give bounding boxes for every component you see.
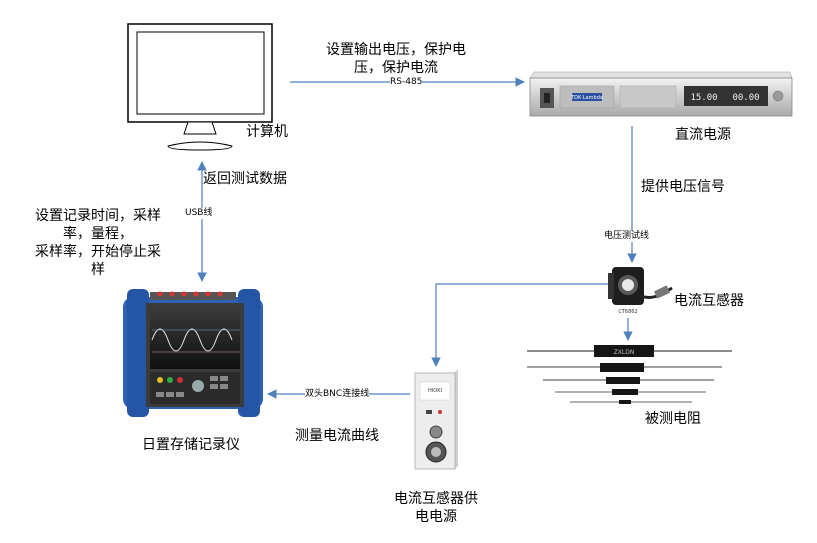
resistor-label: 被测电阻 [645,411,701,427]
return-data-label: 返回测试数据 [203,171,287,187]
dc-power-supply-icon: TDK·Lambda 15.00 00.00 [529,71,793,117]
psu-current-display: 00.00 [732,93,759,103]
ct-supply-brand-text: HIOKI [428,388,442,394]
record-settings-label: 设置记录时间，采样 率，量程， 采样率，开始停止采 样 [35,208,161,278]
computer-label: 计算机 [246,124,288,140]
rs485-label: RS-485 [390,77,423,88]
voltage-test-line-label: 电压测试线 [604,231,650,242]
ct-power-supply-label: 电流互感器供 电电源 [394,491,478,525]
resistor-set-icon: ZXLDN [527,345,732,404]
current-transformer-icon: CT6862 [608,267,673,315]
ct-model-text: CT6862 [618,309,637,315]
ct-power-supply-icon: HIOKI [414,369,458,470]
dc-power-label: 直流电源 [675,127,731,143]
bnc-line-label: 双头BNC连接线 [305,389,370,400]
recorder-label: 日置存储记录仪 [142,437,240,453]
arrow-ct-to-supply [431,283,608,367]
memory-recorder-icon [123,289,263,417]
provide-voltage-label: 提供电压信号 [641,179,725,195]
computer-monitor-icon [127,23,273,151]
usb-line-label: USB线 [185,208,213,219]
psu-brand-text: TDK·Lambda [570,95,603,101]
set-params-label: 设置输出电压，保护电 压，保护电流 [326,42,466,76]
resistor-marking-text: ZXLDN [614,349,635,356]
current-transformer-label: 电流互感器 [674,293,744,309]
measure-curve-label: 测量电流曲线 [295,428,379,444]
psu-voltage-display: 15.00 [690,93,717,103]
